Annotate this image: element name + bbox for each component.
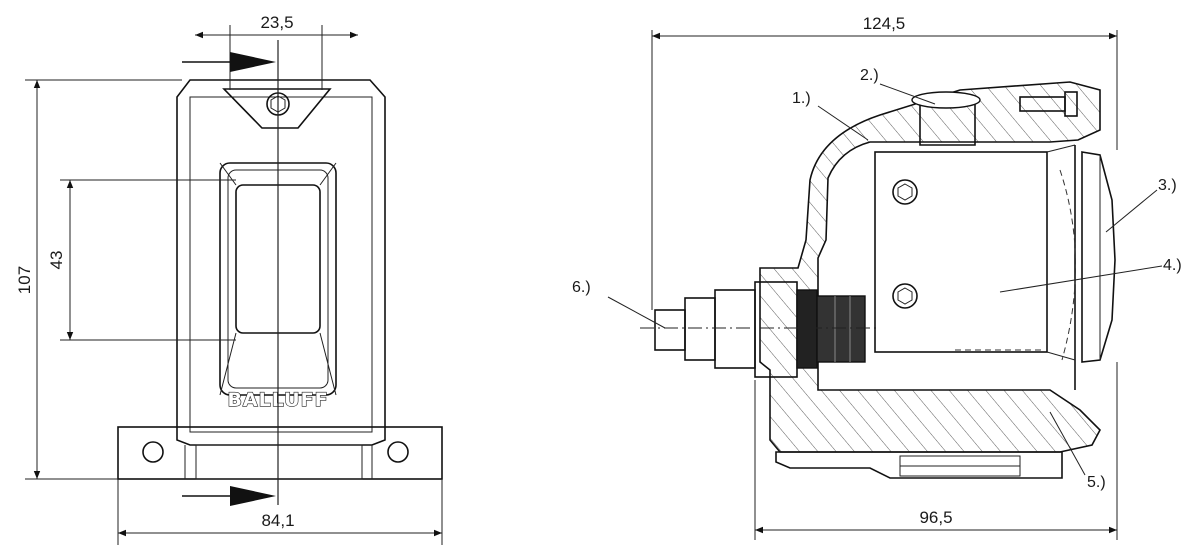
side-view: 124,5 96,5 1.) 2.) 3.) 4.) 5.) 6.) bbox=[572, 14, 1182, 540]
dim-side-overall-length: 124,5 bbox=[863, 14, 906, 33]
side-sensor-face bbox=[1081, 151, 1116, 363]
side-connector bbox=[640, 281, 880, 378]
section-arrow-bottom bbox=[230, 486, 276, 506]
side-housing-section bbox=[759, 81, 1101, 453]
front-mount-hole-right bbox=[387, 441, 409, 463]
callout-6: 6.) bbox=[572, 279, 591, 296]
section-arrow-top bbox=[230, 52, 276, 72]
callout-3: 3.) bbox=[1158, 177, 1177, 194]
dim-front-top-width: 23,5 bbox=[260, 13, 293, 32]
front-base-plate bbox=[117, 426, 443, 480]
side-base-plate bbox=[775, 451, 1063, 479]
callout-2: 2.) bbox=[860, 67, 879, 84]
dim-side-base-length: 96,5 bbox=[919, 508, 952, 527]
dim-front-window-height: 43 bbox=[47, 251, 66, 270]
front-lock-wedge bbox=[222, 88, 332, 129]
dim-front-height: 107 bbox=[15, 266, 34, 294]
front-mount-hole-left bbox=[142, 441, 164, 463]
callout-1: 1.) bbox=[792, 90, 811, 107]
front-view: BALLUFF 23,5 107 43 84,1 bbox=[15, 13, 443, 545]
side-sensor-block bbox=[874, 151, 1048, 353]
side-screw-lower-icon bbox=[892, 283, 918, 309]
side-screw-upper-icon bbox=[892, 179, 918, 205]
callout-4: 4.) bbox=[1163, 257, 1182, 274]
callout-5: 5.) bbox=[1087, 474, 1106, 491]
dim-front-base-width: 84,1 bbox=[261, 511, 294, 530]
